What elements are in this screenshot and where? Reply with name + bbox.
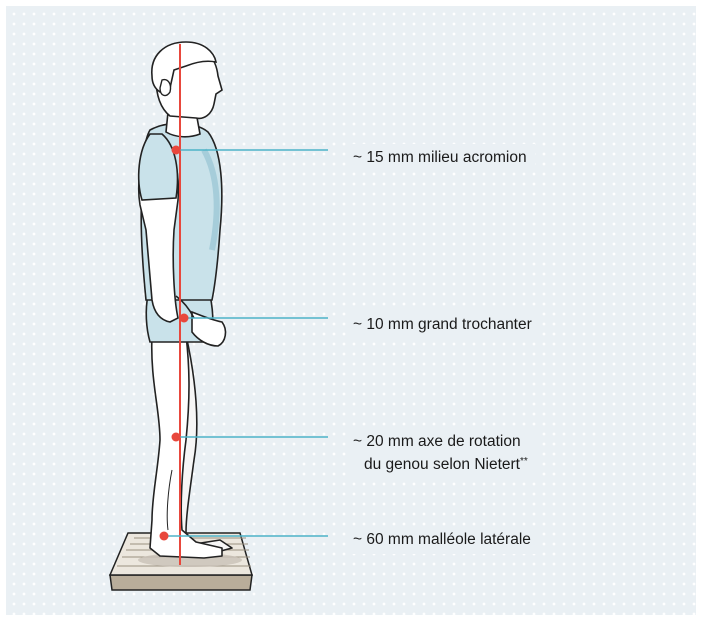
head [152,42,222,118]
annotation-trochanter-text: ~ 10 mm grand trochanter [353,316,532,333]
annotation-trochanter: ~ 10 mm grand trochanter [347,311,540,339]
annotation-knee-line1: ~ 20 mm axe de rotation [353,432,528,452]
acromion-marker [172,146,181,155]
trochanter-marker [180,314,189,323]
malleolus-marker [160,532,169,541]
knee-marker [172,433,181,442]
annotation-malleolus-text: ~ 60 mm malléole latérale [353,531,531,548]
annotation-knee-line2-wrap: du genou selon Nietert** [353,452,528,475]
annotation-knee-line2: du genou selon Nietert [364,456,520,473]
annotation-malleolus: ~ 60 mm malléole latérale [347,526,539,554]
annotation-acromion-text: ~ 15 mm milieu acromion [353,149,527,166]
annotation-knee: ~ 20 mm axe de rotation du genou selon N… [347,428,536,479]
annotation-knee-footnote: ** [520,456,528,467]
legs [150,335,232,558]
annotation-acromion: ~ 15 mm milieu acromion [347,144,535,172]
